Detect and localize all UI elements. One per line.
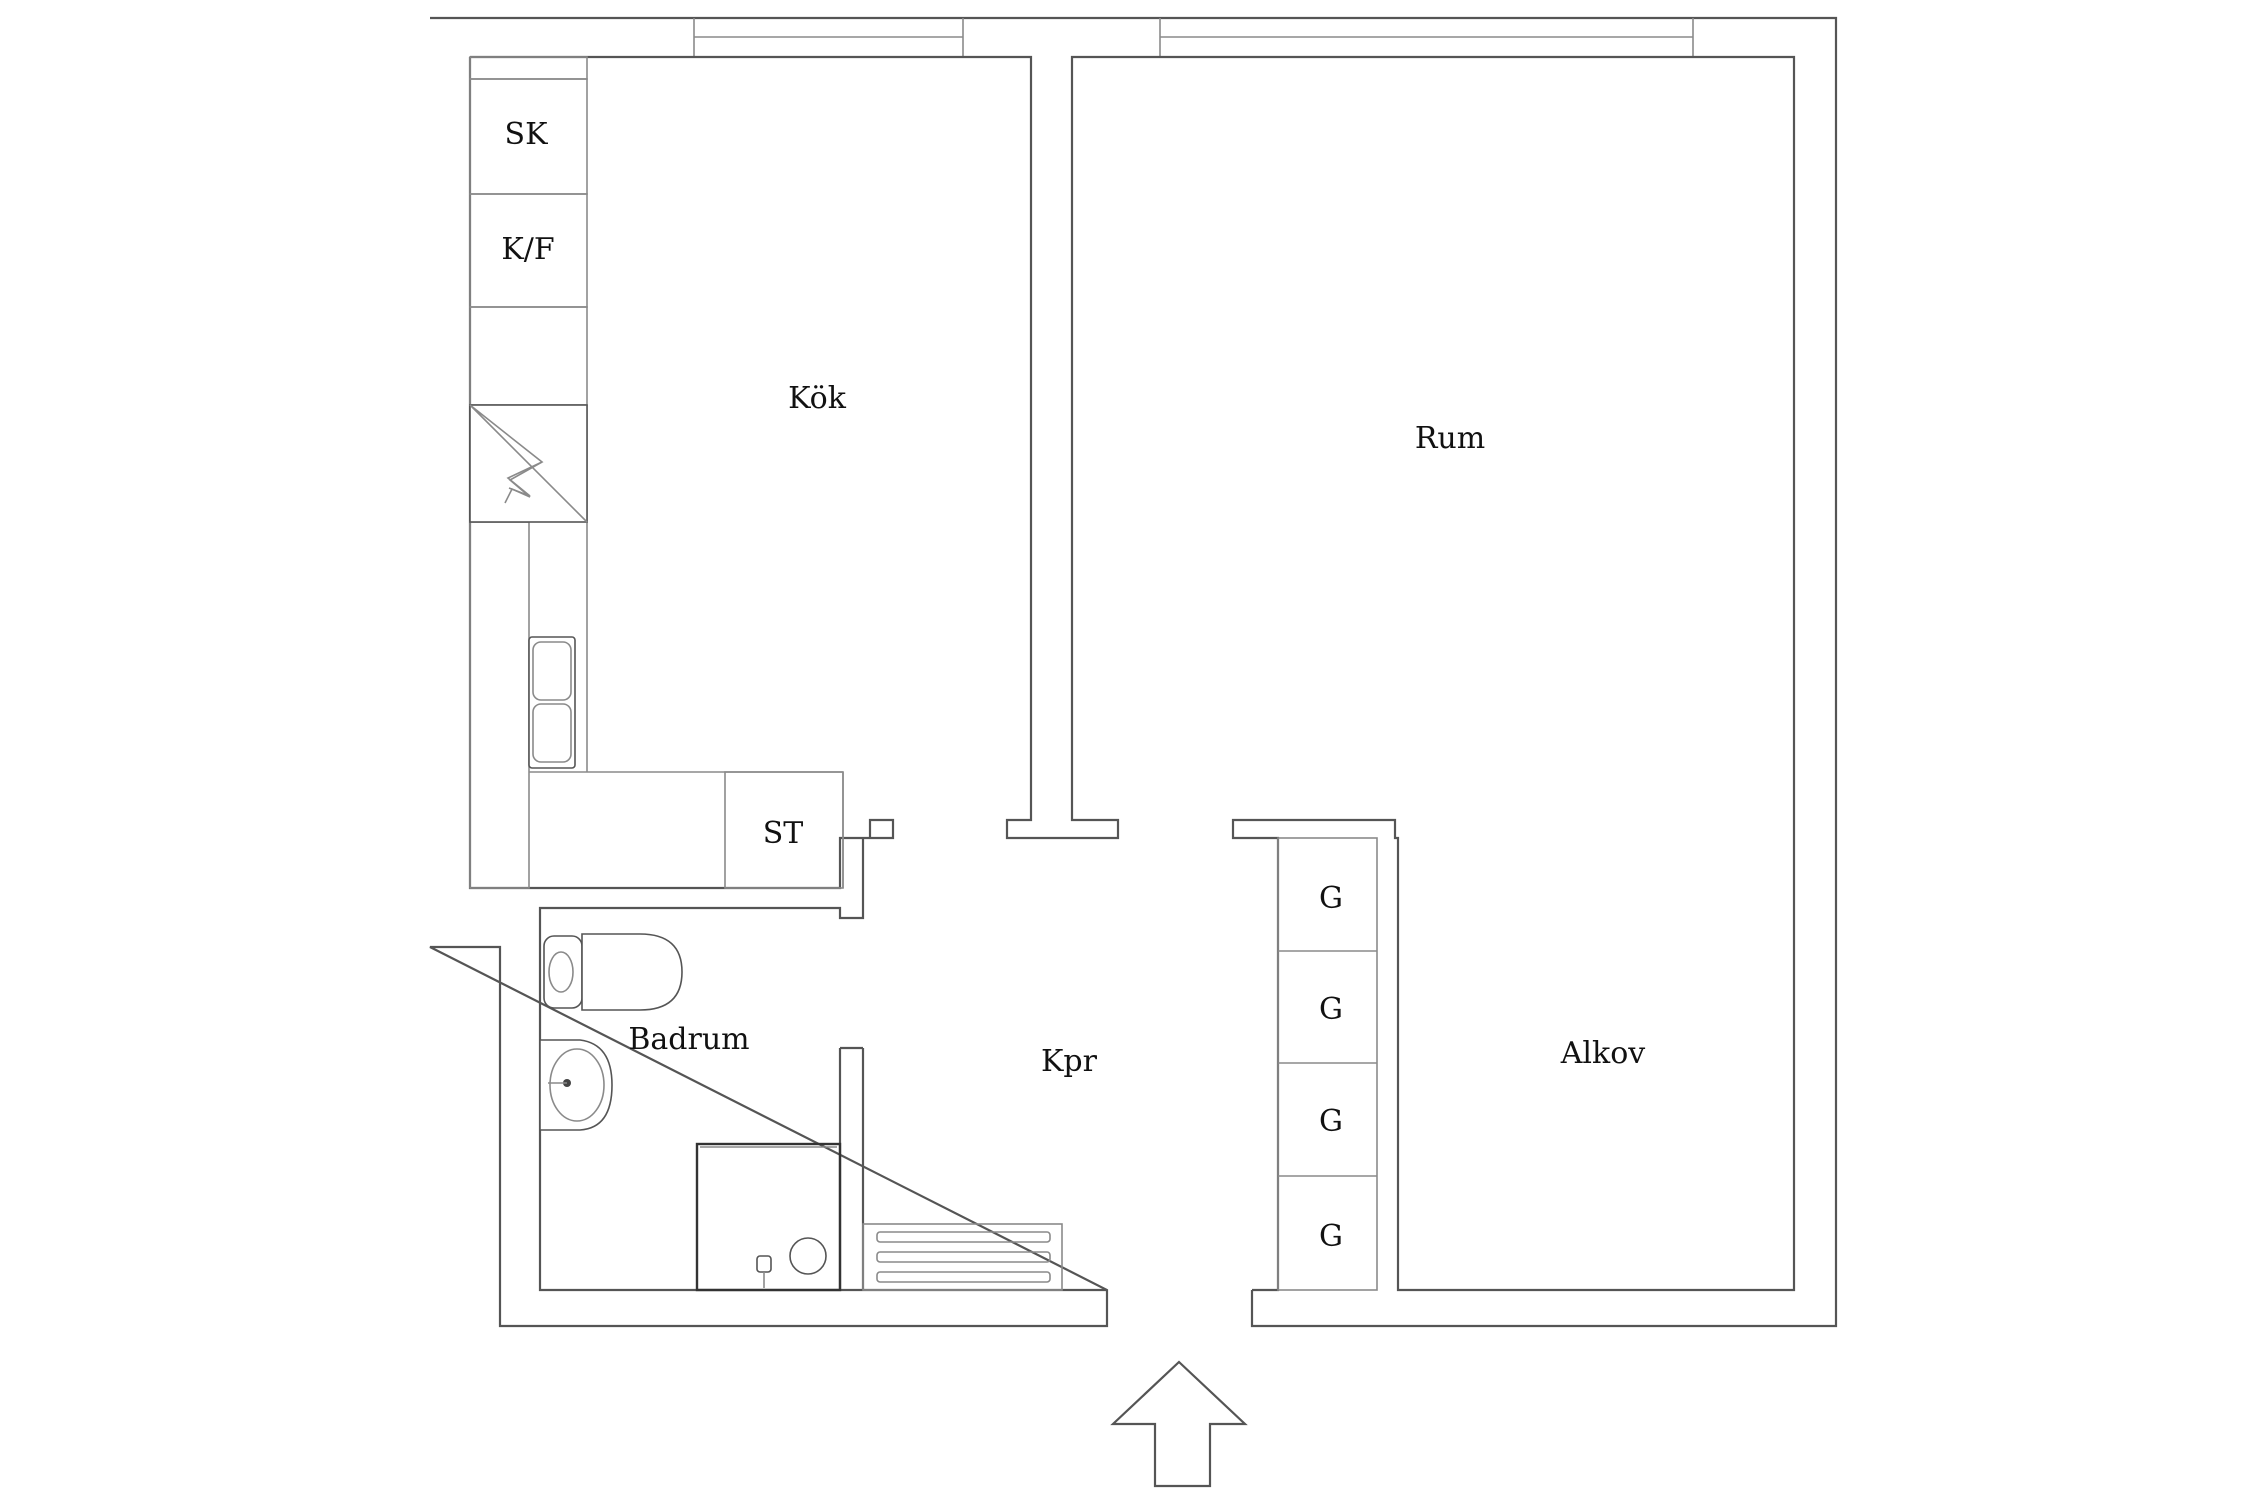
kitchen-lower-wall bbox=[468, 57, 1107, 1292]
fixture-label-sk: SK bbox=[505, 117, 549, 152]
wardrobe-column bbox=[1277, 837, 1378, 1291]
radiator-icon bbox=[862, 1223, 1063, 1291]
bathroom-partition bbox=[838, 1046, 865, 1290]
fixture-label-wardrobe-1: G bbox=[1319, 881, 1343, 916]
room-label-living: Rum bbox=[1415, 421, 1485, 456]
room-label-kitchen: Kök bbox=[788, 381, 847, 416]
outer-wall bbox=[429, 16, 1838, 1328]
shower-icon bbox=[695, 1142, 842, 1292]
room-label-hallway: Kpr bbox=[1041, 1044, 1098, 1079]
room-label-bathroom: Badrum bbox=[628, 1022, 749, 1057]
toilet-icon bbox=[543, 933, 683, 1011]
stove-icon bbox=[469, 404, 588, 523]
fixture-label-wardrobe-2: G bbox=[1319, 992, 1343, 1027]
washbasin-icon bbox=[539, 1039, 613, 1131]
fixture-label-wardrobe-4: G bbox=[1319, 1219, 1343, 1254]
entrance-arrow-icon bbox=[1110, 1360, 1248, 1488]
window-kitchen bbox=[693, 18, 964, 57]
double-sink-icon bbox=[528, 636, 576, 769]
window-living bbox=[1159, 18, 1694, 57]
fixture-label-kf: K/F bbox=[501, 232, 554, 267]
fixture-label-wardrobe-3: G bbox=[1319, 1104, 1343, 1139]
kitchen-wall bbox=[470, 55, 1796, 1292]
fixture-label-st: ST bbox=[763, 816, 804, 851]
room-label-alcove: Alkov bbox=[1560, 1036, 1646, 1071]
